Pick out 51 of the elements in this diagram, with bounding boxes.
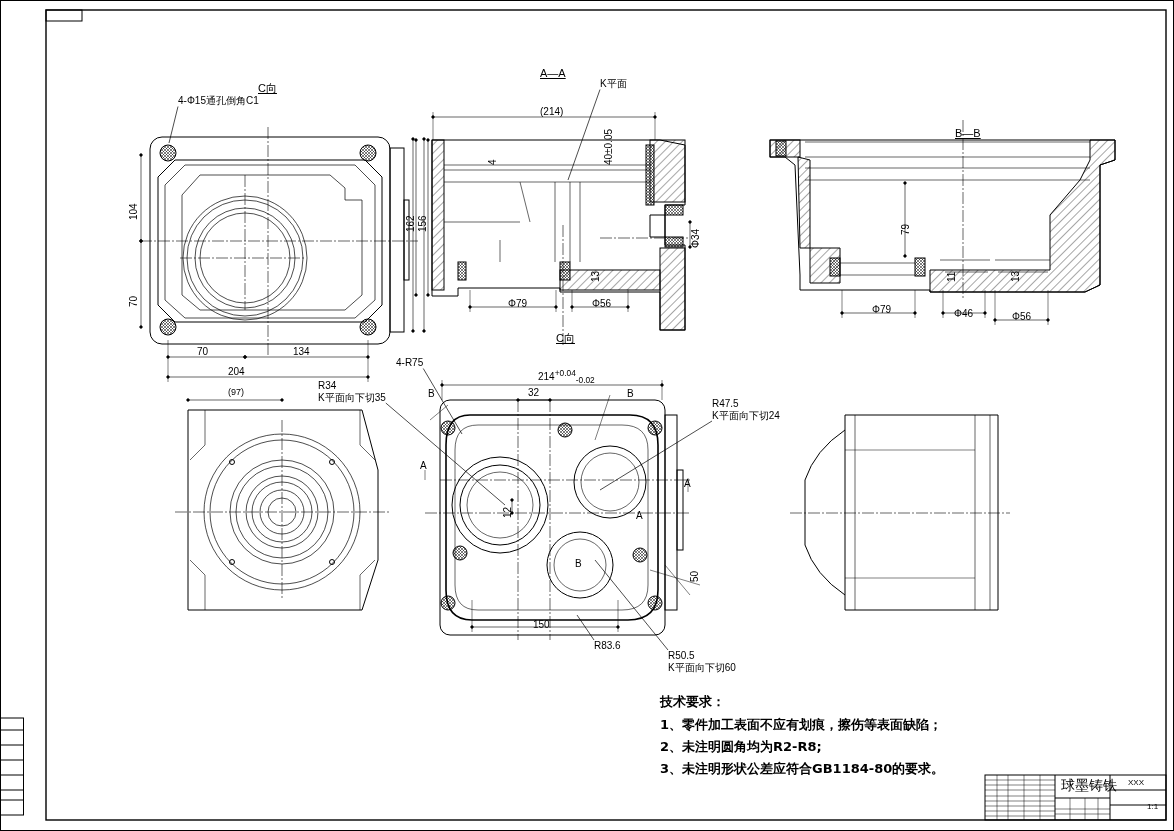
- dimension-text: 40±0.05: [603, 128, 614, 165]
- dimension-text: 11: [946, 271, 957, 282]
- dimension-text: Φ79: [872, 304, 892, 315]
- dimension-text: 204: [228, 366, 245, 377]
- dimension-text: 12: [502, 506, 513, 518]
- dimension-text: 162: [405, 215, 416, 232]
- dimension-text: 50: [689, 570, 700, 582]
- dimension-text: Φ46: [954, 308, 974, 319]
- leader-note: K平面: [600, 78, 627, 90]
- scale-value: 1:1: [1147, 803, 1159, 812]
- leader-note: R50.5 K平面向下切60: [668, 650, 736, 673]
- material-text: 球墨铸铁: [1061, 778, 1117, 794]
- dimension-text: 13: [1010, 270, 1021, 282]
- leader-note: 4-R75: [396, 357, 424, 369]
- leader-note: 4-Φ15通孔倒角C1: [178, 95, 259, 107]
- dimension-text: Φ79: [508, 298, 528, 309]
- dimension-text: (97): [228, 388, 244, 398]
- section-label: A—A: [540, 67, 566, 80]
- leader-line: [599, 420, 713, 491]
- leader-line: [594, 559, 669, 651]
- view-label: C向: [258, 82, 277, 95]
- leader-line: [168, 106, 179, 144]
- dimension-text: 13: [590, 270, 601, 282]
- dimension-text: (214): [540, 106, 564, 117]
- leader-line: [576, 614, 595, 641]
- dimension-text: Φ56: [1012, 311, 1032, 322]
- drawing-number: XXX: [1128, 779, 1144, 788]
- leader-note: R47.5 K平面向下切24: [712, 398, 780, 421]
- leader-line: [567, 89, 601, 181]
- dimension-text: Φ56: [592, 298, 612, 309]
- dimension-text: 70: [128, 295, 139, 307]
- note-text: 1、零件加工表面不应有划痕，擦伤等表面缺陷；: [660, 718, 943, 733]
- dimension-text: 156: [417, 215, 428, 232]
- note-text: 2、未注明圆角均为R2-R8;: [660, 740, 822, 755]
- section-mark: A: [684, 478, 691, 489]
- section-mark: A: [420, 460, 427, 471]
- leader-note: R83.6: [594, 640, 621, 652]
- leader-line: [422, 368, 463, 435]
- section-mark: B: [575, 558, 582, 569]
- dimension-text: 4: [487, 159, 498, 165]
- notes-heading: 技术要求：: [660, 695, 725, 710]
- section-mark: A: [636, 510, 643, 521]
- dimension-text: 104: [128, 203, 139, 220]
- c-view-drawing: [139, 126, 426, 383]
- dimension-text: 79: [900, 223, 911, 235]
- dimension-text: B: [428, 388, 435, 399]
- section-label: B—B: [955, 127, 981, 140]
- dimension-text: 150: [533, 619, 550, 630]
- leader-line: [385, 402, 506, 506]
- leader-note: R34 K平面向下切35: [318, 380, 386, 403]
- note-text: 3、未注明形状公差应符合GB1184-80的要求。: [660, 762, 945, 777]
